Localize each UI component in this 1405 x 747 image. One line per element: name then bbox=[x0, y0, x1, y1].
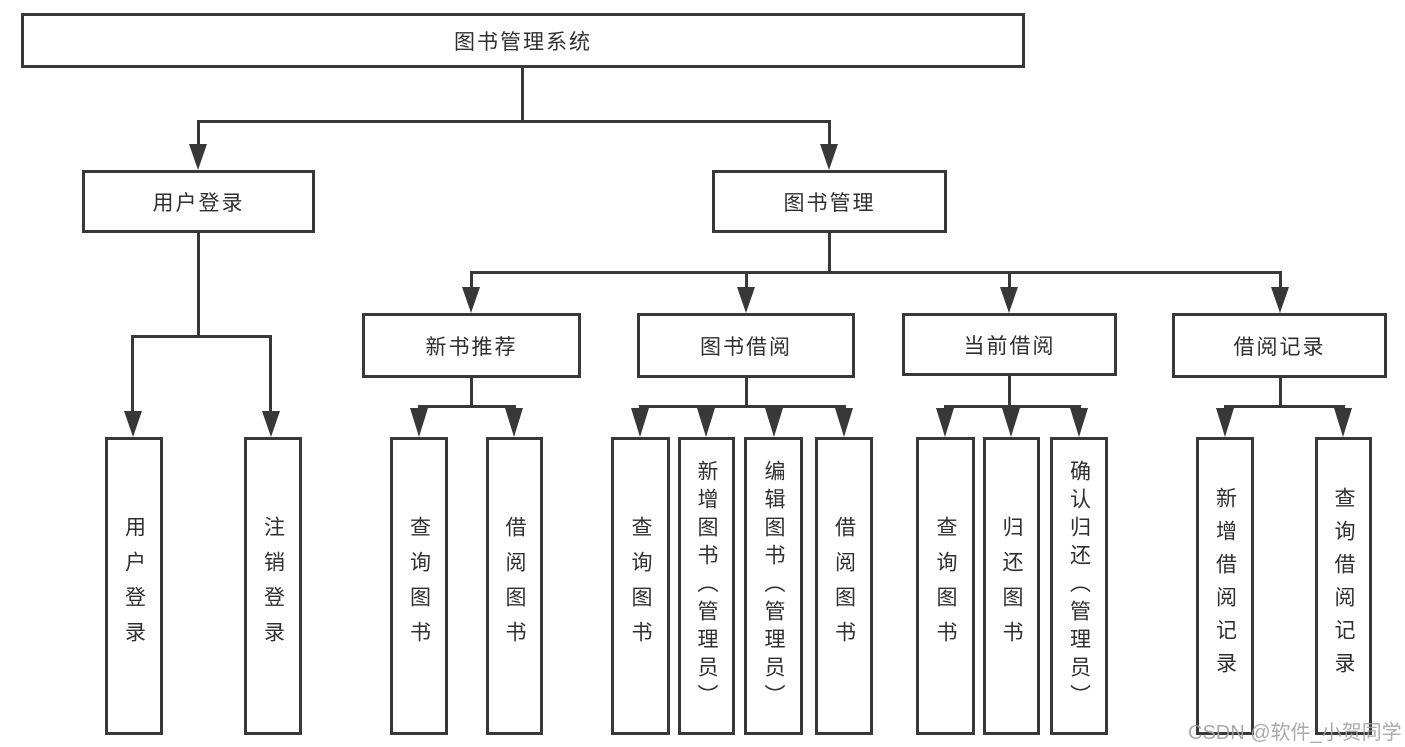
node-book-borrowing: 图书借阅 bbox=[637, 313, 855, 378]
arrowhead-down-icon bbox=[262, 411, 280, 437]
arrowhead-down-icon bbox=[1334, 408, 1352, 437]
node-leaf-logout: 注销登录 bbox=[244, 437, 302, 735]
node-label: 用户登录 bbox=[152, 191, 245, 215]
node-borrow-records: 借阅记录 bbox=[1172, 313, 1387, 378]
node-current-borrowing: 当前借阅 bbox=[902, 313, 1117, 376]
node-label: 编辑图书（管理员） bbox=[762, 460, 785, 712]
node-label: 用户登录 bbox=[122, 516, 146, 656]
arrowhead-down-icon bbox=[835, 408, 853, 437]
node-label: 借阅图书 bbox=[832, 516, 856, 656]
arrowhead-down-icon bbox=[765, 408, 783, 437]
arrowhead-down-icon bbox=[1002, 408, 1020, 437]
connector bbox=[828, 233, 831, 271]
node-leaf-query-borrow-record: 查询借阅记录 bbox=[1315, 437, 1372, 735]
node-leaf-confirm-return-admin: 确认归还（管理员） bbox=[1050, 437, 1108, 735]
connector bbox=[1279, 271, 1282, 293]
connector bbox=[1008, 376, 1011, 408]
connector bbox=[470, 378, 473, 408]
node-label: 查询图书 bbox=[407, 516, 431, 656]
arrowhead-down-icon bbox=[697, 408, 715, 437]
connector bbox=[197, 120, 831, 123]
node-leaf-query-books-3: 查询图书 bbox=[916, 437, 975, 735]
node-label: 确认归还（管理员） bbox=[1067, 460, 1091, 712]
node-label: 借阅图书 bbox=[503, 516, 526, 656]
arrowhead-down-icon bbox=[505, 408, 523, 437]
arrowhead-down-icon bbox=[1216, 408, 1234, 437]
node-label: 查询图书 bbox=[629, 516, 652, 656]
node-leaf-add-books-admin: 新增图书（管理员） bbox=[678, 437, 735, 735]
connector bbox=[745, 378, 748, 408]
connector bbox=[1224, 405, 1345, 408]
node-label: 图书管理系统 bbox=[454, 30, 592, 54]
connector bbox=[269, 335, 272, 415]
csdn-watermark: CSDN @软件_小贺同学 bbox=[1188, 722, 1402, 744]
arrowhead-down-icon bbox=[936, 408, 954, 437]
arrowhead-down-icon bbox=[189, 144, 207, 170]
connector bbox=[470, 271, 473, 293]
connector bbox=[521, 68, 524, 120]
node-leaf-edit-books-admin: 编辑图书（管理员） bbox=[744, 437, 803, 735]
node-label: 图书借阅 bbox=[700, 335, 792, 359]
node-user-login-group: 用户登录 bbox=[82, 170, 315, 233]
node-new-book-recommend: 新书推荐 bbox=[362, 313, 581, 378]
connector bbox=[828, 120, 831, 148]
connector bbox=[1008, 271, 1011, 293]
node-label: 注销登录 bbox=[261, 516, 285, 656]
arrowhead-down-icon bbox=[820, 144, 838, 170]
connector bbox=[944, 405, 1081, 408]
node-library-system: 图书管理系统 bbox=[21, 13, 1025, 68]
arrowhead-down-icon bbox=[410, 408, 428, 437]
node-leaf-borrow-books-2: 借阅图书 bbox=[815, 437, 873, 735]
node-label: 当前借阅 bbox=[963, 334, 1056, 358]
connector bbox=[418, 405, 516, 408]
connector bbox=[1279, 378, 1282, 408]
arrowhead-down-icon bbox=[462, 287, 480, 313]
node-label: 新增借阅记录 bbox=[1213, 487, 1237, 685]
arrowhead-down-icon bbox=[737, 287, 755, 313]
node-book-management: 图书管理 bbox=[712, 170, 947, 233]
node-leaf-return-books: 归还图书 bbox=[983, 437, 1040, 735]
connector bbox=[639, 405, 846, 408]
connector bbox=[197, 120, 200, 148]
connector bbox=[745, 271, 748, 293]
connector bbox=[470, 271, 1282, 274]
arrowhead-down-icon bbox=[1000, 287, 1018, 313]
connector bbox=[131, 335, 272, 338]
arrowhead-down-icon bbox=[631, 408, 649, 437]
node-leaf-user-login: 用户登录 bbox=[105, 437, 163, 735]
connector bbox=[197, 233, 200, 335]
connector bbox=[131, 335, 134, 415]
node-label: 新增图书（管理员） bbox=[695, 460, 718, 712]
node-label: 查询图书 bbox=[934, 516, 957, 656]
node-label: 查询借阅记录 bbox=[1332, 487, 1355, 685]
node-leaf-borrow-books-1: 借阅图书 bbox=[486, 437, 543, 735]
arrowhead-down-icon bbox=[1070, 408, 1088, 437]
arrowhead-down-icon bbox=[1271, 287, 1289, 313]
node-leaf-query-books-2: 查询图书 bbox=[611, 437, 670, 735]
arrowhead-down-icon bbox=[124, 411, 142, 437]
node-label: 归还图书 bbox=[1000, 516, 1023, 656]
node-label: 图书管理 bbox=[783, 191, 876, 215]
node-label: 借阅记录 bbox=[1233, 335, 1326, 359]
node-leaf-query-books-1: 查询图书 bbox=[390, 437, 448, 735]
node-leaf-add-borrow-record: 新增借阅记录 bbox=[1196, 437, 1254, 735]
node-label: 新书推荐 bbox=[425, 335, 518, 359]
